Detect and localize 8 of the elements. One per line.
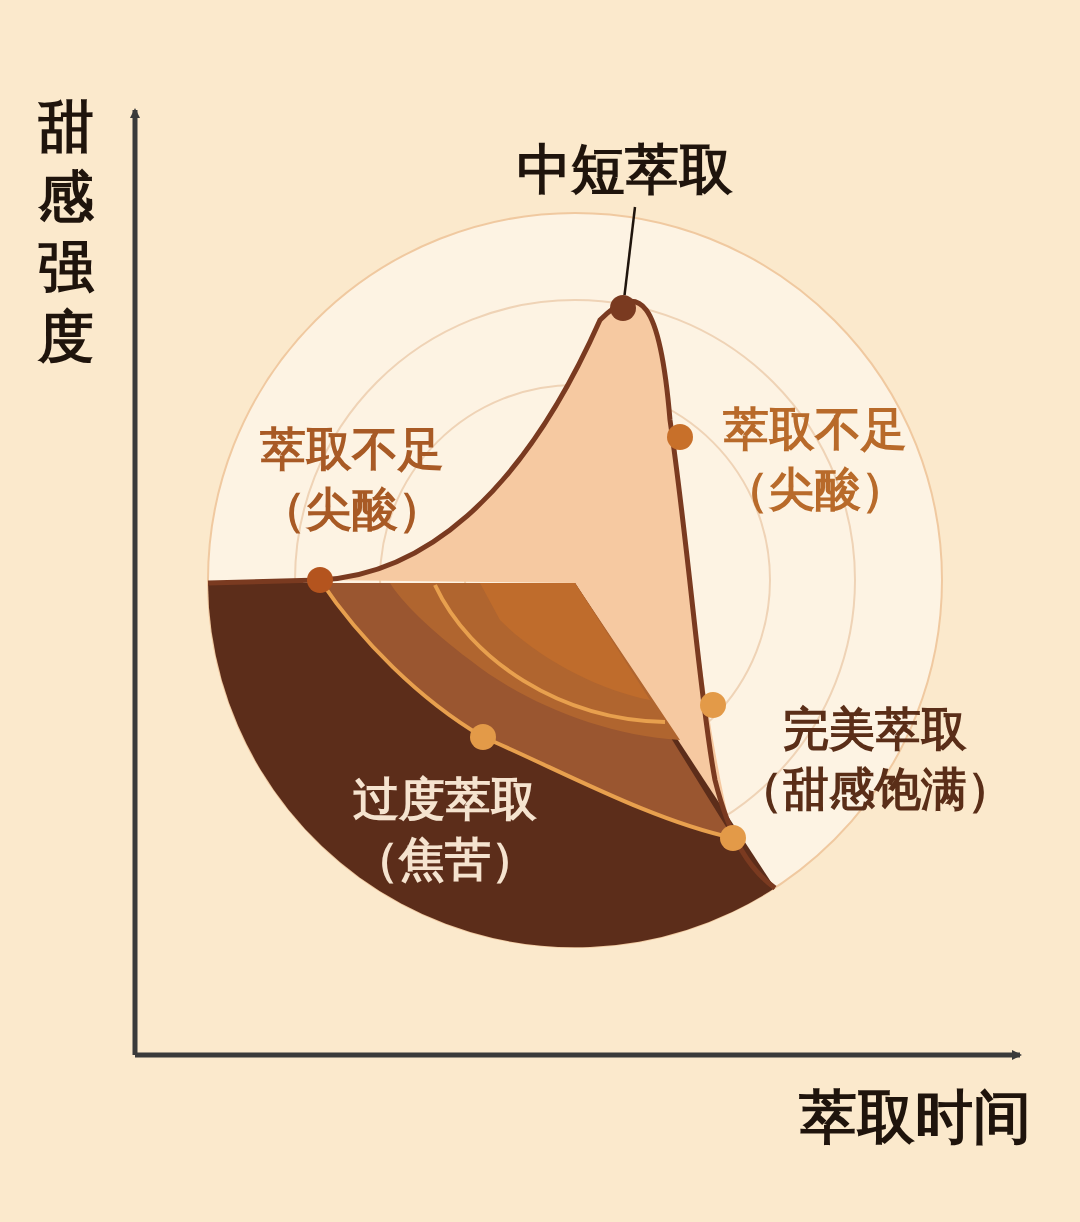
zone-label: 萃取不足（尖酸） [722,401,908,518]
leader-line [623,206,637,296]
zone-label: 过度萃取（焦苦） [352,771,538,888]
zone-label: 萃取不足（尖酸） [259,421,445,538]
axis-title: 萃取时间 [798,1082,1032,1153]
zone-label: 完美萃取（甜感饱满） [736,701,1014,818]
node-label: 中短萃取 [500,135,750,205]
axis-title: 甜感强度 [38,93,94,371]
